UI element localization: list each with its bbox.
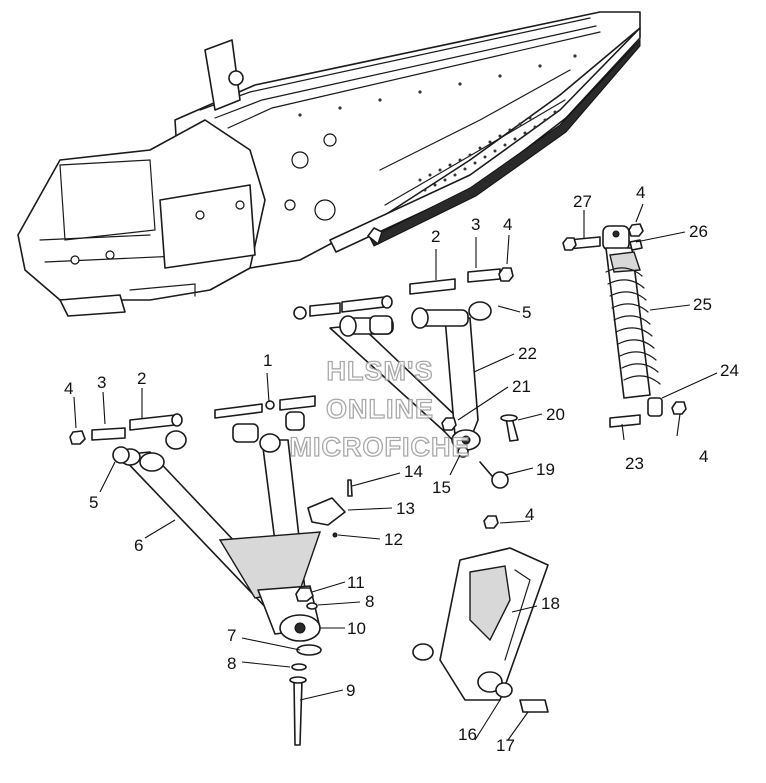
callout-24: 24 — [720, 361, 739, 380]
upper-bushings — [293, 301, 492, 335]
shock-hardware — [562, 223, 687, 428]
nut-11 — [295, 587, 314, 602]
watermark: HLSM'S ONLINE MICROFICHE — [289, 355, 471, 462]
watermark-line-2: ONLINE — [326, 394, 434, 424]
callout-4-shock-lower: 4 — [699, 447, 708, 466]
oring-7 — [296, 644, 322, 656]
callout-6: 6 — [134, 536, 143, 555]
washer-8-lower — [291, 663, 307, 671]
callout-25: 25 — [693, 295, 712, 314]
callout-19: 19 — [536, 460, 555, 479]
callout-8-upper: 8 — [365, 592, 374, 611]
watermark-line-3: MICROFICHE — [290, 432, 471, 462]
callout-20: 20 — [546, 405, 565, 424]
callout-10: 10 — [347, 619, 366, 638]
bulkhead-holes — [70, 133, 337, 265]
shock-spring — [605, 267, 661, 385]
spindle — [412, 547, 549, 701]
callout-7: 7 — [227, 626, 236, 645]
bolt-20 — [500, 414, 519, 442]
zerk-12 — [332, 532, 338, 538]
bracket-13 — [307, 497, 346, 526]
watermark-line-1: HLSM'S — [327, 356, 434, 386]
callout-1: 1 — [263, 351, 272, 370]
callout-3-upper: 3 — [471, 215, 480, 234]
lower-hardware-left — [69, 395, 316, 445]
callout-27: 27 — [573, 192, 592, 211]
callout-11: 11 — [347, 573, 365, 592]
zerk-14 — [347, 479, 353, 497]
nut-4-mid — [483, 515, 499, 529]
callout-18: 18 — [541, 594, 560, 613]
callout-2-upper: 2 — [431, 227, 440, 246]
spindle-bushings — [495, 682, 549, 713]
callout-26: 26 — [689, 222, 708, 241]
callout-22: 22 — [518, 344, 537, 363]
nut-21 — [441, 417, 457, 431]
callout-15: 15 — [432, 478, 451, 497]
perforation-holes — [418, 110, 557, 192]
callout-4-mid: 4 — [525, 505, 534, 524]
nut-15 — [457, 446, 469, 458]
callout-4-left: 4 — [64, 379, 73, 398]
callouts: 1 2 2 3 3 4 4 4 4 4 5 5 6 7 8 8 9 10 11 … — [64, 183, 739, 755]
lower-bushings — [112, 411, 305, 464]
callout-16: 16 — [458, 725, 477, 744]
callout-2-lower: 2 — [137, 369, 146, 388]
callout-23: 23 — [625, 454, 644, 473]
callout-3-lower: 3 — [97, 373, 106, 392]
callout-5-upper: 5 — [522, 303, 531, 322]
upper-hardware-rear — [309, 267, 514, 317]
callout-9: 9 — [346, 681, 355, 700]
callout-17: 17 — [496, 736, 515, 755]
chassis-frame — [17, 11, 641, 317]
ball-joint-19 — [479, 461, 509, 489]
callout-13: 13 — [396, 499, 415, 518]
callout-5-lower: 5 — [89, 493, 98, 512]
callout-4-shock-upper: 4 — [636, 183, 645, 202]
callout-8-lower: 8 — [227, 654, 236, 673]
upper-a-arm — [329, 307, 481, 451]
callout-21: 21 — [512, 377, 531, 396]
callout-14: 14 — [404, 462, 423, 481]
callout-12: 12 — [384, 530, 403, 549]
bolt-9 — [289, 676, 307, 746]
shock-absorber — [602, 225, 663, 417]
callout-4-upper: 4 — [503, 215, 512, 234]
washer-8-upper — [306, 602, 318, 610]
leader-lines — [73, 203, 718, 741]
